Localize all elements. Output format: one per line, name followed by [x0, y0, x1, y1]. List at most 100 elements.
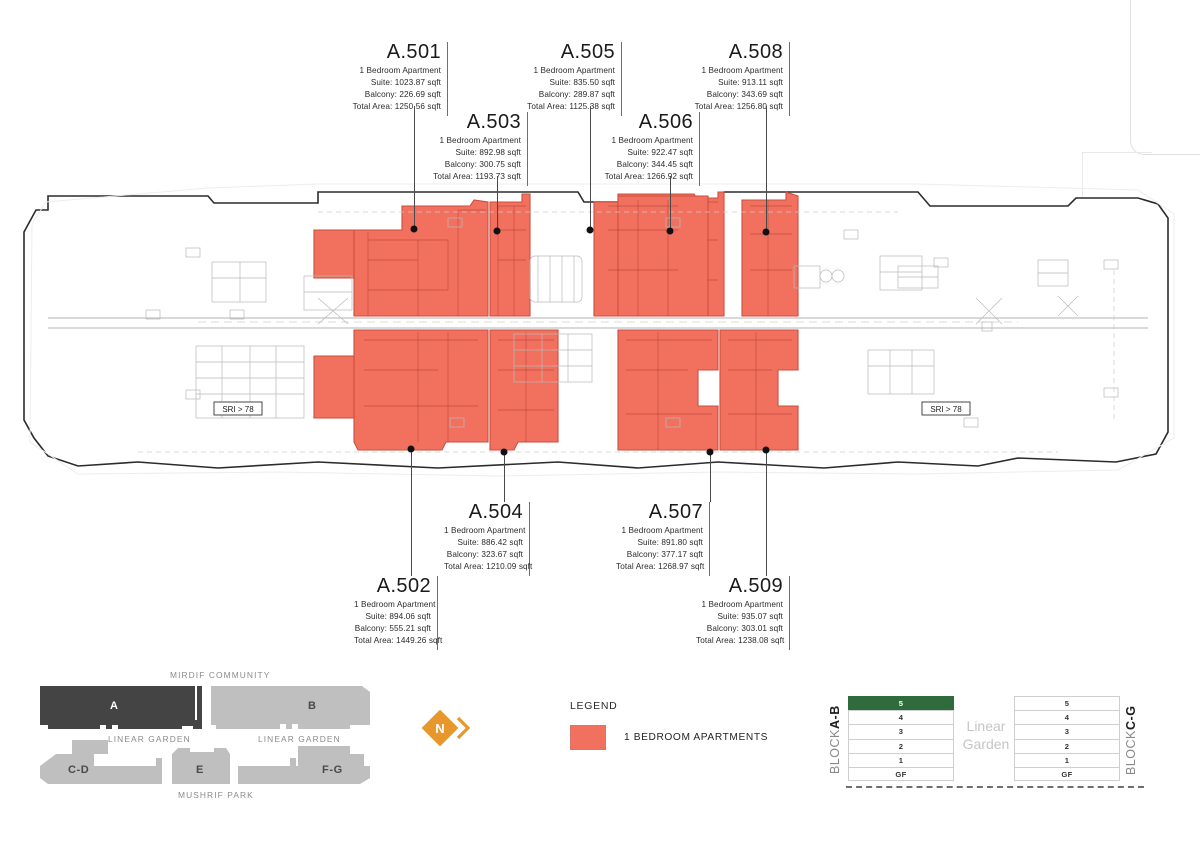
- linear-garden-line2: Garden: [962, 735, 1010, 752]
- block-label-a-b-prefix: BLOCK: [828, 729, 842, 775]
- callout-A509[interactable]: A.509 1 Bedroom Apartment Suite: 935.07 …: [690, 576, 790, 650]
- legend-title: LEGEND: [570, 700, 618, 712]
- levels-column-a-b[interactable]: 5 4 3 2 1 GF: [848, 696, 954, 782]
- floor-level-indicator[interactable]: BLOCK A-B 5 4 3 2 1 GF Linear Garden 5 4…: [824, 696, 1144, 796]
- legend-item: 1 BEDROOM APARTMENTS: [570, 725, 768, 750]
- callout-A501[interactable]: A.501 1 Bedroom Apartment Suite: 1023.87…: [316, 42, 448, 116]
- unit-suite-area: Suite: 922.47 sqft: [627, 147, 693, 157]
- unit-code: A.503: [466, 111, 521, 133]
- unit-type: 1 Bedroom Apartment: [444, 526, 526, 535]
- north-letter: N: [435, 721, 444, 736]
- level-cell-5-left[interactable]: 5: [848, 696, 954, 711]
- sri-annotations: SRI > 78 SRI > 78: [213, 401, 971, 416]
- unit-polygons-upper: [313, 191, 799, 317]
- keyplan-label-e: E: [196, 764, 204, 776]
- leader-dot-A504: [500, 448, 508, 456]
- level-cell-gf-left[interactable]: GF: [848, 766, 954, 782]
- north-arrow-svg: N: [421, 709, 471, 747]
- plan-svg: SRI > 78 SRI > 78: [23, 183, 1175, 477]
- unit-type: 1 Bedroom Apartment: [359, 66, 441, 75]
- north-arrow: N: [420, 709, 480, 758]
- keyplan-bottom-caption: MUSHRIF PARK: [178, 790, 254, 800]
- unit-balcony-area: Balcony: 343.69 sqft: [706, 89, 783, 99]
- unit-balcony-area: Balcony: 226.69 sqft: [364, 89, 441, 99]
- callout-A502[interactable]: A.502 1 Bedroom Apartment Suite: 894.06 …: [348, 575, 442, 650]
- leader-dot-A508: [762, 228, 770, 236]
- keyplan-label-a: A: [110, 700, 119, 712]
- frame-corner-outer: [1130, 0, 1200, 155]
- leader-dot-A501: [410, 225, 418, 233]
- level-cell-1-left[interactable]: 1: [848, 752, 954, 767]
- central-corridor: [48, 317, 1148, 329]
- block-label-a-b: BLOCK A-B: [828, 696, 842, 784]
- leader-line-A503: [497, 176, 498, 231]
- block-label-c-g-value: C-G: [1124, 705, 1138, 730]
- unit-total-area: Total Area: 1268.97 sqft: [616, 561, 705, 571]
- leader-line-A508: [766, 106, 767, 232]
- unit-total-area: Total Area: 1238.08 sqft: [696, 635, 785, 645]
- keyplan-garden-left: LINEAR GARDEN: [108, 734, 191, 744]
- unit-suite-area: Suite: 1023.87 sqft: [370, 77, 441, 87]
- keyplan-block-fg[interactable]: [238, 746, 370, 784]
- unit-code: A.501: [386, 41, 441, 63]
- leader-line-A502: [411, 449, 412, 576]
- keyplan-label-cd: C-D: [68, 764, 90, 776]
- keyplan-garden-right: LINEAR GARDEN: [258, 734, 341, 744]
- unit-suite-area: Suite: 894.06 sqft: [365, 611, 431, 621]
- level-cell-5-right[interactable]: 5: [1014, 696, 1120, 711]
- unit-suite-area: Suite: 913.11 sqft: [718, 77, 783, 87]
- callout-A506[interactable]: A.506 1 Bedroom Apartment Suite: 922.47 …: [568, 112, 700, 186]
- block-label-a-b-value: A-B: [828, 705, 842, 730]
- unit-total-area: Total Area: 1193.73 sqft: [433, 171, 521, 181]
- unit-balcony-area: Balcony: 323.67 sqft: [446, 549, 523, 559]
- unit-code: A.506: [638, 111, 693, 133]
- unit-balcony-area: Balcony: 344.45 sqft: [616, 159, 693, 169]
- floor-plan-drawing[interactable]: SRI > 78 SRI > 78: [18, 170, 1182, 490]
- sri-label-left: SRI > 78: [222, 405, 254, 414]
- site-keyplan[interactable]: MIRDIF COMMUNITY LINEAR GARDEN LINEAR GA…: [30, 670, 405, 812]
- unit-code: A.508: [728, 41, 783, 63]
- keyplan-block-e[interactable]: [172, 748, 230, 784]
- level-cell-3-right[interactable]: 3: [1014, 724, 1120, 739]
- block-label-c-g-prefix: BLOCK: [1124, 729, 1138, 775]
- callout-A503[interactable]: A.503 1 Bedroom Apartment Suite: 892.98 …: [396, 112, 528, 186]
- unit-suite-area: Suite: 935.07 sqft: [717, 611, 783, 621]
- level-cell-3-left[interactable]: 3: [848, 724, 954, 739]
- unit-balcony-area: Balcony: 555.21 sqft: [354, 623, 431, 633]
- unit-code: A.507: [648, 501, 703, 523]
- level-cell-4-right[interactable]: 4: [1014, 710, 1120, 725]
- keyplan-label-fg: F-G: [322, 764, 343, 776]
- leader-line-A504: [504, 452, 505, 502]
- leader-line-A505: [590, 106, 591, 230]
- unit-code: A.502: [376, 575, 431, 597]
- keyplan-block-cd[interactable]: [40, 740, 162, 784]
- level-cell-1-right[interactable]: 1: [1014, 752, 1120, 767]
- levels-column-c-g[interactable]: 5 4 3 2 1 GF: [1014, 696, 1120, 782]
- level-cell-2-right[interactable]: 2: [1014, 738, 1120, 753]
- level-cell-4-left[interactable]: 4: [848, 710, 954, 725]
- callout-A508[interactable]: A.508 1 Bedroom Apartment Suite: 913.11 …: [658, 42, 790, 116]
- unit-balcony-area: Balcony: 303.01 sqft: [706, 623, 783, 633]
- north-chevron: [456, 716, 471, 740]
- unit-balcony-area: Balcony: 289.87 sqft: [538, 89, 615, 99]
- legend-label-1-bedroom: 1 BEDROOM APARTMENTS: [624, 732, 769, 743]
- linear-garden-label: Linear Garden: [958, 718, 1014, 753]
- unit-suite-area: Suite: 891.80 sqft: [637, 537, 703, 547]
- keyplan-top-caption: MIRDIF COMMUNITY: [170, 670, 271, 680]
- leader-dot-A506: [666, 227, 674, 235]
- unit-code: A.505: [560, 41, 615, 63]
- ground-dashed-line: [846, 786, 1144, 788]
- level-cell-gf-right[interactable]: GF: [1014, 766, 1120, 782]
- leader-dot-A503: [493, 227, 501, 235]
- leader-line-A507: [710, 452, 711, 502]
- unit-type: 1 Bedroom Apartment: [354, 600, 436, 609]
- unit-total-area: Total Area: 1266.92 sqft: [604, 171, 693, 181]
- unit-balcony-area: Balcony: 377.17 sqft: [626, 549, 703, 559]
- callout-A505[interactable]: A.505 1 Bedroom Apartment Suite: 835.50 …: [490, 42, 622, 116]
- callout-A504[interactable]: A.504 1 Bedroom Apartment Suite: 886.42 …: [438, 502, 532, 576]
- unit-suite-area: Suite: 886.42 sqft: [457, 537, 523, 547]
- keyplan-block-a[interactable]: [40, 686, 202, 729]
- keyplan-block-b[interactable]: [211, 686, 370, 729]
- level-cell-2-left[interactable]: 2: [848, 738, 954, 753]
- callout-A507[interactable]: A.507 1 Bedroom Apartment Suite: 891.80 …: [610, 502, 710, 576]
